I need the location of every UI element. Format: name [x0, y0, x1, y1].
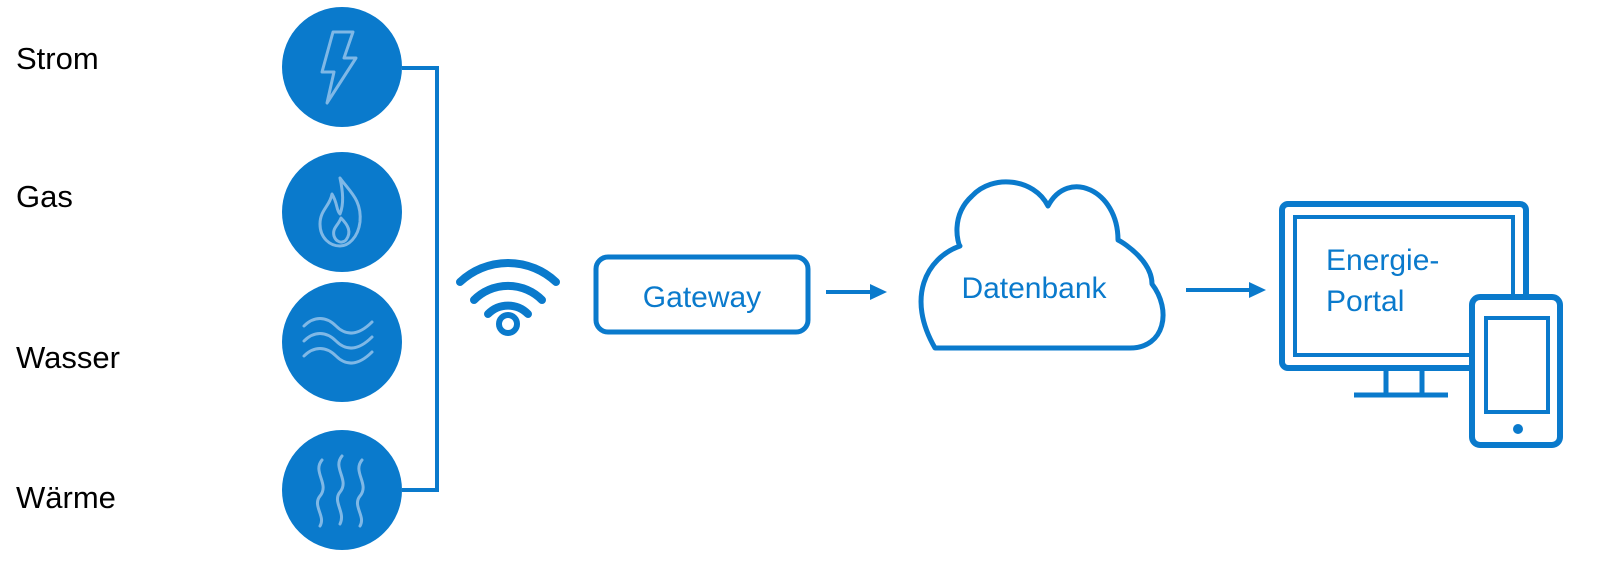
gateway-node: Gateway [593, 254, 811, 335]
gas-meter [282, 152, 402, 272]
monitor-icon [1279, 201, 1529, 398]
water-waves-icon [302, 317, 374, 365]
gateway-label: Gateway [643, 281, 761, 314]
arrow-database-to-portal [1186, 282, 1266, 298]
wasser-meter [282, 282, 402, 402]
database-label: Datenbank [961, 272, 1107, 305]
wifi-icon [456, 258, 560, 336]
heat-waves-icon [315, 454, 365, 528]
database-node: Datenbank [918, 179, 1166, 351]
cloud-icon [918, 179, 1166, 351]
strom-meter [282, 7, 402, 127]
portal-label-line2: Portal [1326, 285, 1404, 318]
source-label-wasser: Wasser [16, 340, 120, 375]
portal-label-line1: Energie- [1326, 244, 1439, 277]
waerme-meter [282, 430, 402, 550]
source-label-waerme: Wärme [16, 480, 116, 515]
lightning-icon [320, 30, 358, 105]
arrow-gateway-to-database [826, 284, 887, 300]
source-label-gas: Gas [16, 179, 73, 214]
flame-icon [318, 176, 362, 248]
meter-bracket-line [402, 66, 439, 492]
smartphone-icon [1469, 294, 1563, 448]
source-label-strom: Strom [16, 41, 99, 76]
